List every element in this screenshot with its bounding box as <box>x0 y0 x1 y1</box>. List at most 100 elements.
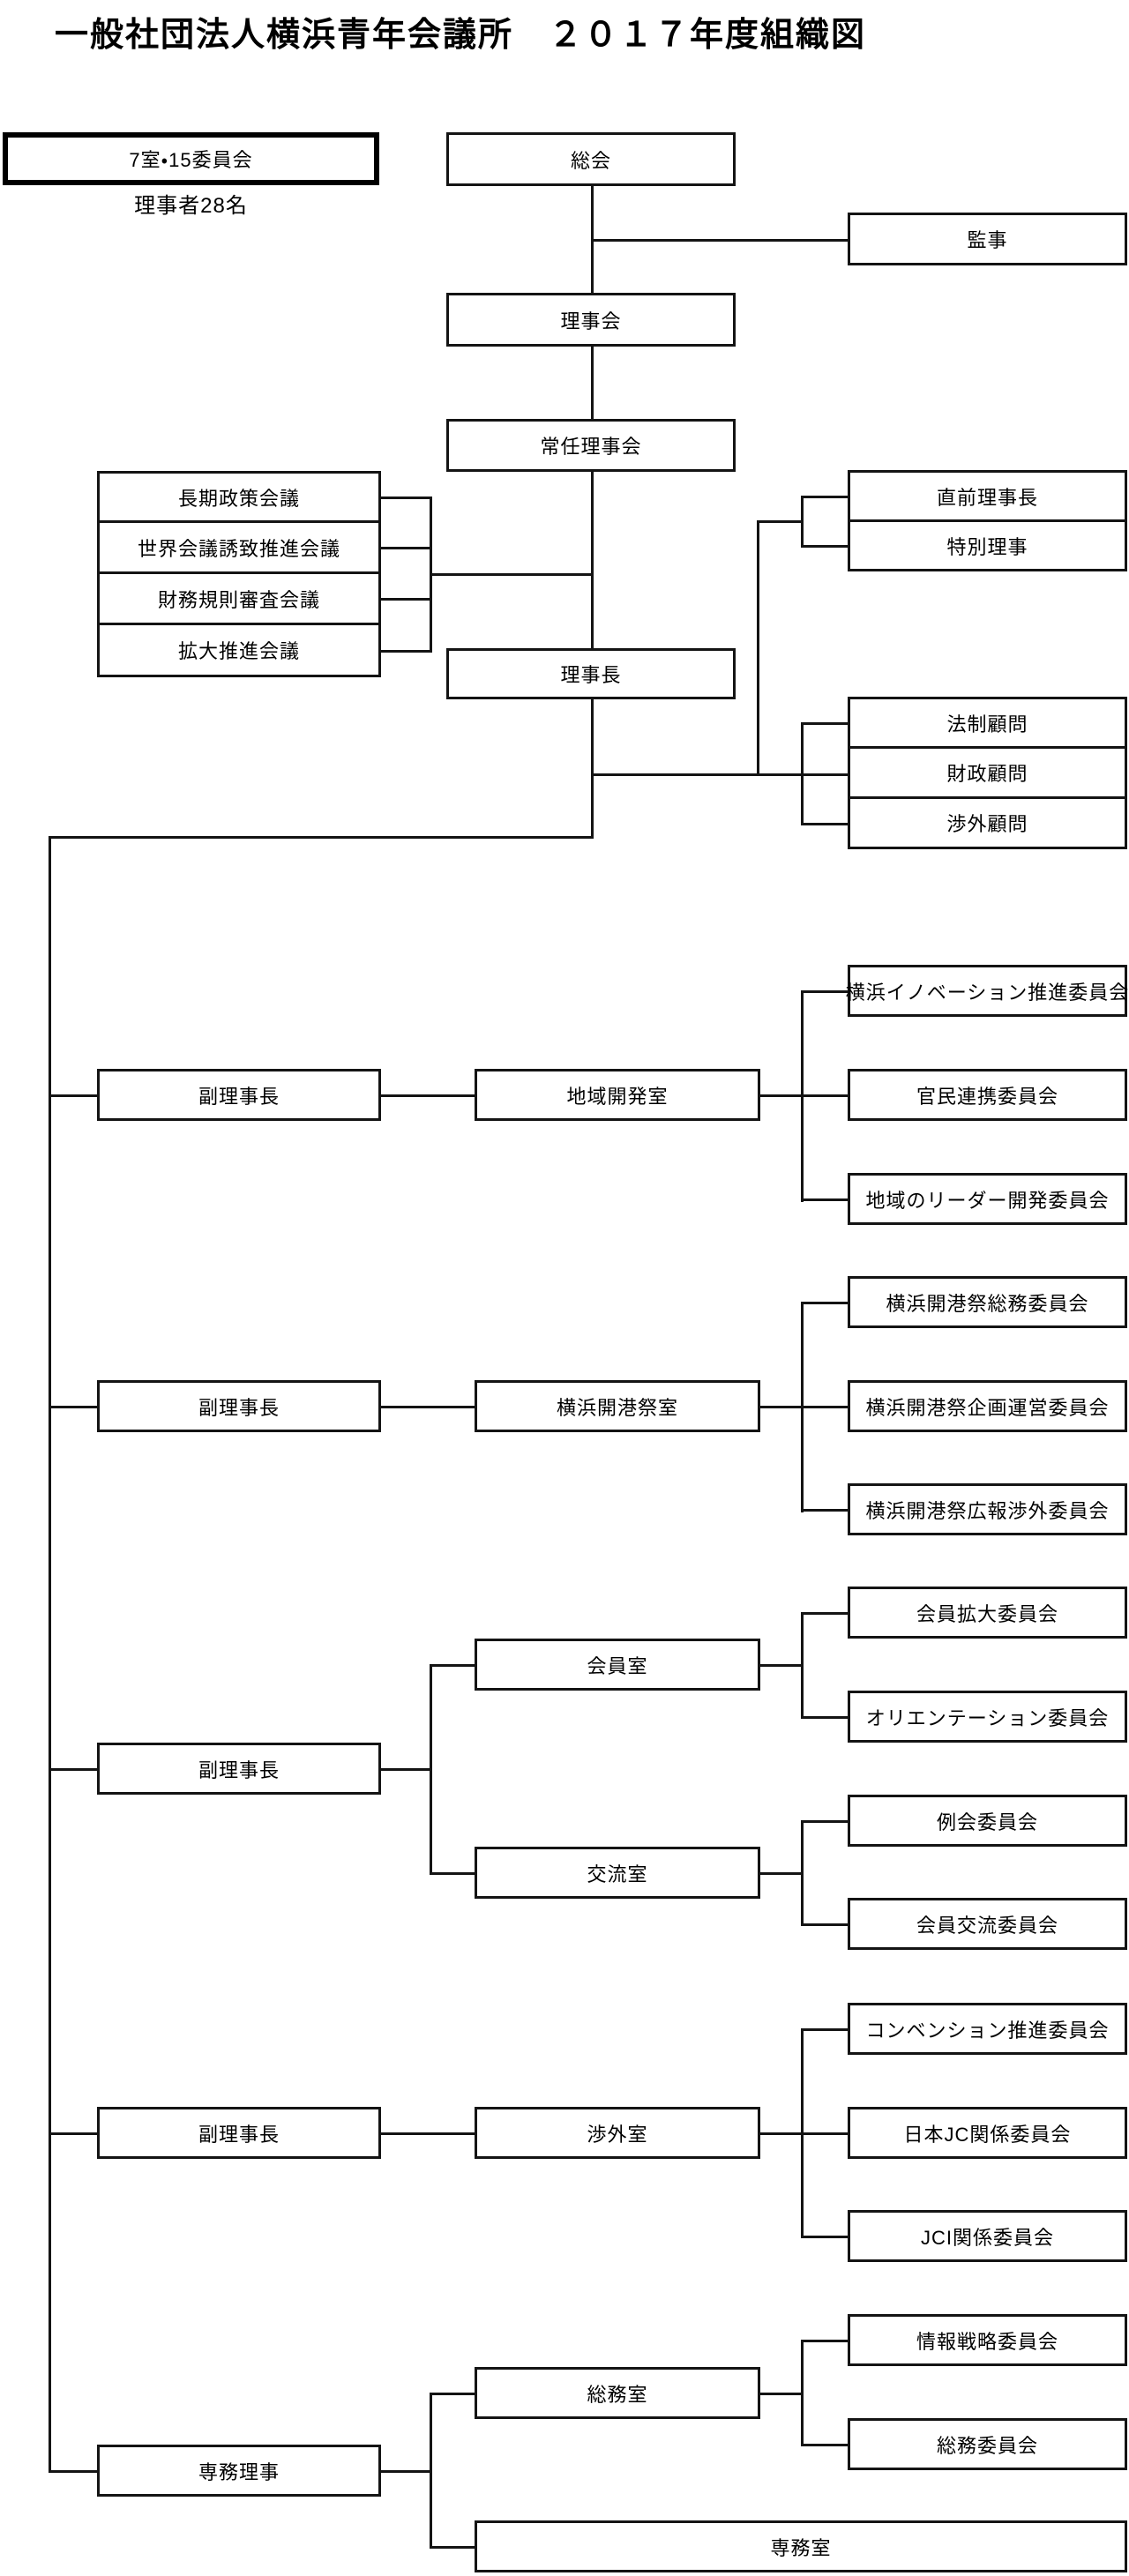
node-orientation-committee: オリエンテーション委員会 <box>848 1691 1127 1743</box>
connector-line <box>49 1094 97 1097</box>
connector-line <box>760 1406 848 1408</box>
connector-trunk-line <box>49 836 51 2473</box>
connector-line <box>801 496 848 498</box>
connector-line <box>801 722 848 725</box>
connector-line <box>381 547 430 549</box>
connector-line <box>381 1406 475 1408</box>
connector-line <box>801 2028 848 2031</box>
connector-line <box>760 1872 801 1875</box>
connector-line <box>430 2546 475 2549</box>
node-general-affairs-committee: 総務委員会 <box>848 2418 1127 2470</box>
node-board-of-directors: 理事会 <box>446 293 736 347</box>
node-auditor: 監事 <box>848 213 1127 265</box>
connector-line <box>49 1406 97 1408</box>
node-executive-director: 専務理事 <box>97 2445 381 2497</box>
connector-line <box>381 598 430 601</box>
node-president: 理事長 <box>446 648 736 699</box>
node-port-festival-planning-committee: 横浜開港祭企画運営委員会 <box>848 1380 1127 1432</box>
connector-line <box>591 773 848 776</box>
node-general-assembly: 総会 <box>446 132 736 186</box>
connector-line <box>430 573 591 576</box>
connector-line <box>430 1664 475 1667</box>
connector-line <box>757 520 801 523</box>
connector-line <box>381 2132 475 2135</box>
node-public-private-partnership-committee: 官民連携委員会 <box>848 1069 1127 1121</box>
connector-line <box>760 2393 801 2395</box>
connector-line <box>801 990 848 993</box>
node-executive-board: 常任理事会 <box>446 419 736 472</box>
node-jci-relations-committee: JCI関係委員会 <box>848 2210 1127 2262</box>
connector-line <box>381 497 430 499</box>
node-expansion-promotion-council: 拡大推進会議 <box>97 623 381 677</box>
connector-line <box>49 1768 97 1771</box>
connector-line <box>801 496 804 548</box>
connector-line <box>430 2393 432 2549</box>
node-world-conference-invitation-council: 世界会議誘致推進会議 <box>97 520 381 574</box>
connector-line <box>381 650 430 653</box>
node-general-affairs-office: 総務室 <box>475 2367 760 2419</box>
node-port-festival-office: 横浜開港祭室 <box>475 1380 760 1432</box>
connector-line <box>381 1768 430 1771</box>
node-port-festival-general-affairs-committee: 横浜開港祭総務委員会 <box>848 1276 1127 1328</box>
connector-line <box>381 1094 475 1097</box>
connector-line <box>49 836 591 839</box>
connector-line <box>801 1612 804 1719</box>
node-port-festival-pr-committee: 横浜開港祭広報渉外委員会 <box>848 1483 1127 1535</box>
node-japan-jc-relations-committee: 日本JC関係委員会 <box>848 2107 1127 2159</box>
legend-note: 理事者28名 <box>134 194 248 218</box>
connector-line <box>591 347 594 419</box>
connector-line <box>801 545 848 548</box>
connector-line <box>591 239 848 242</box>
connector-line <box>49 2470 97 2473</box>
node-immediate-past-president: 直前理事長 <box>848 470 1127 522</box>
node-regional-development-office: 地域開発室 <box>475 1069 760 1121</box>
connector-line <box>49 2132 97 2135</box>
connector-line <box>801 2340 848 2342</box>
node-regular-meeting-committee: 例会委員会 <box>848 1795 1127 1847</box>
node-regional-leader-development-committee: 地域のリーダー開発委員会 <box>848 1173 1127 1225</box>
connector-line <box>757 520 759 776</box>
node-vice-president-2: 副理事長 <box>97 1380 381 1432</box>
node-yokohama-innovation-committee: 横浜イノベーション推進委員会 <box>846 965 1128 1017</box>
node-vice-president-3: 副理事長 <box>97 1743 381 1795</box>
connector-line <box>801 1302 848 1304</box>
connector-line <box>801 1612 848 1615</box>
node-convention-promotion-committee: コンベンション推進委員会 <box>848 2003 1127 2055</box>
connector-line <box>801 1509 848 1512</box>
node-vice-president-4: 副理事長 <box>97 2107 381 2159</box>
node-legal-advisor: 法制顧問 <box>848 697 1127 749</box>
connector-line <box>801 1716 848 1719</box>
node-vice-president-1: 副理事長 <box>97 1069 381 1121</box>
connector-line <box>591 699 594 839</box>
node-external-affairs-advisor: 渉外顧問 <box>848 796 1127 849</box>
legend-box: 7室・15委員会 <box>3 132 379 185</box>
connector-line <box>801 2236 848 2238</box>
connector-line <box>430 2393 475 2395</box>
node-financial-rules-review-council: 財務規則審査会議 <box>97 571 381 625</box>
node-exchange-office: 交流室 <box>475 1847 760 1899</box>
connector-line <box>760 2132 848 2135</box>
connector-line <box>381 2470 430 2473</box>
connector-line <box>430 1872 475 1875</box>
connector-line <box>801 1198 848 1201</box>
connector-line <box>760 1664 801 1667</box>
node-external-relations-office: 渉外室 <box>475 2107 760 2159</box>
connector-line <box>591 472 594 648</box>
connector-line <box>801 1923 848 1926</box>
node-membership-office: 会員室 <box>475 1639 760 1691</box>
connector-line <box>801 1820 848 1823</box>
connector-line <box>801 1820 804 1926</box>
node-executive-office: 専務室 <box>475 2520 1127 2572</box>
node-financial-advisor: 財政顧問 <box>848 746 1127 799</box>
node-membership-expansion-committee: 会員拡大委員会 <box>848 1587 1127 1639</box>
connector-line <box>430 1664 432 1875</box>
connector-line <box>801 2444 848 2446</box>
connector-line <box>801 823 848 825</box>
connector-line <box>760 1094 848 1097</box>
connector-line <box>801 2340 804 2446</box>
node-member-exchange-committee: 会員交流委員会 <box>848 1898 1127 1950</box>
page-title: 一般社団法人横浜青年会議所 ２０１７年度組織図 <box>55 17 867 54</box>
node-long-term-policy-council: 長期政策会議 <box>97 471 381 523</box>
node-information-strategy-committee: 情報戦略委員会 <box>848 2314 1127 2366</box>
